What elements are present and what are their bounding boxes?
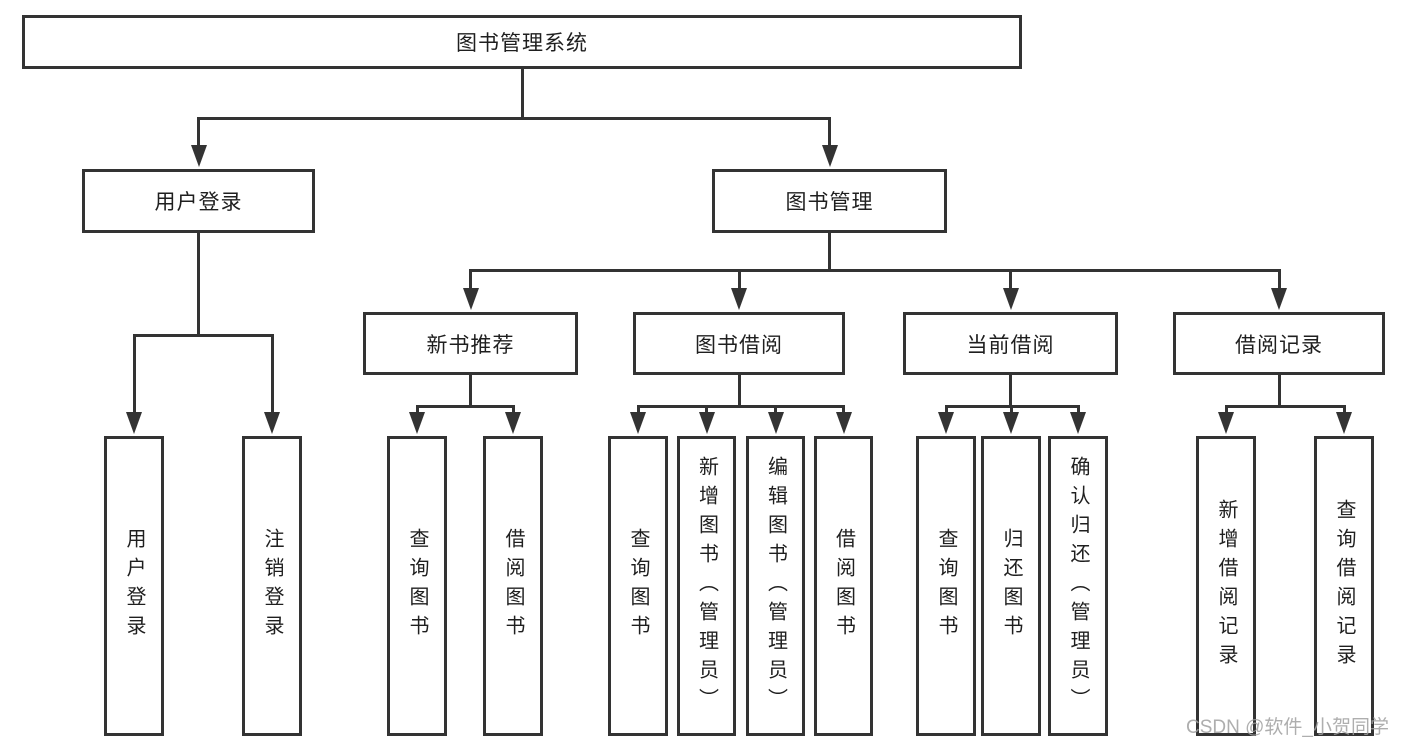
node-leaf-return-books: 归还图书 xyxy=(981,436,1041,736)
node-label: 归还图书 xyxy=(1000,528,1022,644)
connector-line xyxy=(842,406,845,414)
node-label: 用户登录 xyxy=(123,528,145,644)
arrow-down-icon xyxy=(1271,288,1287,310)
connector-line xyxy=(1224,406,1228,414)
node-leaf-user-login: 用户登录 xyxy=(104,436,164,736)
connector-line xyxy=(197,233,200,337)
node-label: 查询图书 xyxy=(406,528,428,644)
arrow-down-icon xyxy=(1218,412,1234,434)
connector-line xyxy=(270,335,274,414)
connector-line xyxy=(1224,404,1346,408)
node-new-book-recommend: 新书推荐 xyxy=(363,312,578,375)
connector-line xyxy=(1009,406,1013,414)
connector-line xyxy=(737,270,741,290)
arrow-down-icon xyxy=(126,412,142,434)
node-leaf-borrow-books: 借阅图书 xyxy=(814,436,873,736)
node-leaf-confirm-return-admin: 确认归还（管理员） xyxy=(1048,436,1108,736)
arrow-down-icon xyxy=(409,412,425,434)
node-borrowing-records: 借阅记录 xyxy=(1173,312,1385,375)
connector-line xyxy=(737,375,741,408)
arrow-down-icon xyxy=(698,412,715,434)
arrow-down-icon xyxy=(938,412,954,434)
node-leaf-add-books-admin: 新增图书（管理员） xyxy=(677,436,736,736)
node-label: 图书管理系统 xyxy=(456,32,588,55)
connector-line xyxy=(1277,270,1281,290)
arrow-down-icon xyxy=(264,412,280,434)
node-label: 新书推荐 xyxy=(426,333,515,357)
node-leaf-borrow-books-recommend: 借阅图书 xyxy=(483,436,543,736)
connector-line xyxy=(828,118,831,147)
connector-line xyxy=(415,404,515,408)
node-label: 确认归还（管理员） xyxy=(1067,455,1089,717)
node-label: 查询借阅记录 xyxy=(1333,499,1355,673)
node-book-borrowing: 图书借阅 xyxy=(633,312,845,375)
node-label: 查询图书 xyxy=(627,528,649,644)
node-book-management: 图书管理 xyxy=(712,169,947,233)
node-leaf-query-borrow-record: 查询借阅记录 xyxy=(1314,436,1374,736)
arrow-down-icon xyxy=(731,288,747,310)
node-label: 借阅图书 xyxy=(832,528,855,644)
connector-line xyxy=(1342,406,1346,414)
connector-line xyxy=(197,118,200,147)
node-label: 图书借阅 xyxy=(695,333,783,357)
connector-line xyxy=(469,268,1281,272)
node-label: 注销登录 xyxy=(261,528,283,644)
node-label: 编辑图书（管理员） xyxy=(764,455,787,717)
connector-line xyxy=(774,406,777,414)
node-label: 当前借阅 xyxy=(966,333,1055,357)
connector-line xyxy=(132,335,136,414)
connector-line xyxy=(197,116,831,120)
node-leaf-logout: 注销登录 xyxy=(242,436,302,736)
node-leaf-query-books-recommend: 查询图书 xyxy=(387,436,447,736)
connector-line xyxy=(415,406,419,414)
connector-line xyxy=(944,406,948,414)
node-label: 借阅记录 xyxy=(1235,333,1323,357)
arrow-down-icon xyxy=(190,145,207,167)
node-label: 用户登录 xyxy=(154,191,243,214)
arrow-down-icon xyxy=(821,145,838,167)
connector-line xyxy=(469,270,472,290)
arrow-down-icon xyxy=(505,412,521,434)
connector-line xyxy=(520,69,524,120)
connector-line xyxy=(636,404,845,408)
node-library-system: 图书管理系统 xyxy=(22,15,1022,69)
connector-line xyxy=(469,375,472,408)
connector-line xyxy=(132,333,274,337)
connector-line xyxy=(511,406,515,414)
node-leaf-query-books-current: 查询图书 xyxy=(916,436,976,736)
node-user-login: 用户登录 xyxy=(82,169,315,233)
node-leaf-edit-books-admin: 编辑图书（管理员） xyxy=(746,436,805,736)
connector-line xyxy=(1076,406,1080,414)
node-current-borrowing: 当前借阅 xyxy=(903,312,1118,375)
node-leaf-add-borrow-record: 新增借阅记录 xyxy=(1196,436,1256,736)
connector-line xyxy=(705,406,708,414)
node-label: 新增图书（管理员） xyxy=(695,455,718,717)
arrow-down-icon xyxy=(1002,288,1019,310)
arrow-down-icon xyxy=(630,412,646,434)
arrow-down-icon xyxy=(835,412,852,434)
connector-line xyxy=(1009,375,1012,408)
connector-line xyxy=(1009,270,1012,290)
node-label: 借阅图书 xyxy=(502,528,524,644)
connector-line xyxy=(1277,375,1281,408)
connector-line xyxy=(636,406,640,414)
arrow-down-icon xyxy=(462,288,479,310)
arrow-down-icon xyxy=(767,412,784,434)
connector-line xyxy=(828,233,831,272)
arrow-down-icon xyxy=(1070,412,1086,434)
node-leaf-query-books-borrowing: 查询图书 xyxy=(608,436,668,736)
watermark: CSDN @软件_小贺同学 xyxy=(1186,717,1389,738)
node-label: 新增借阅记录 xyxy=(1215,499,1237,673)
arrow-down-icon xyxy=(1336,412,1352,434)
node-label: 查询图书 xyxy=(935,528,957,644)
node-label: 图书管理 xyxy=(785,191,874,214)
arrow-down-icon xyxy=(1003,412,1019,434)
